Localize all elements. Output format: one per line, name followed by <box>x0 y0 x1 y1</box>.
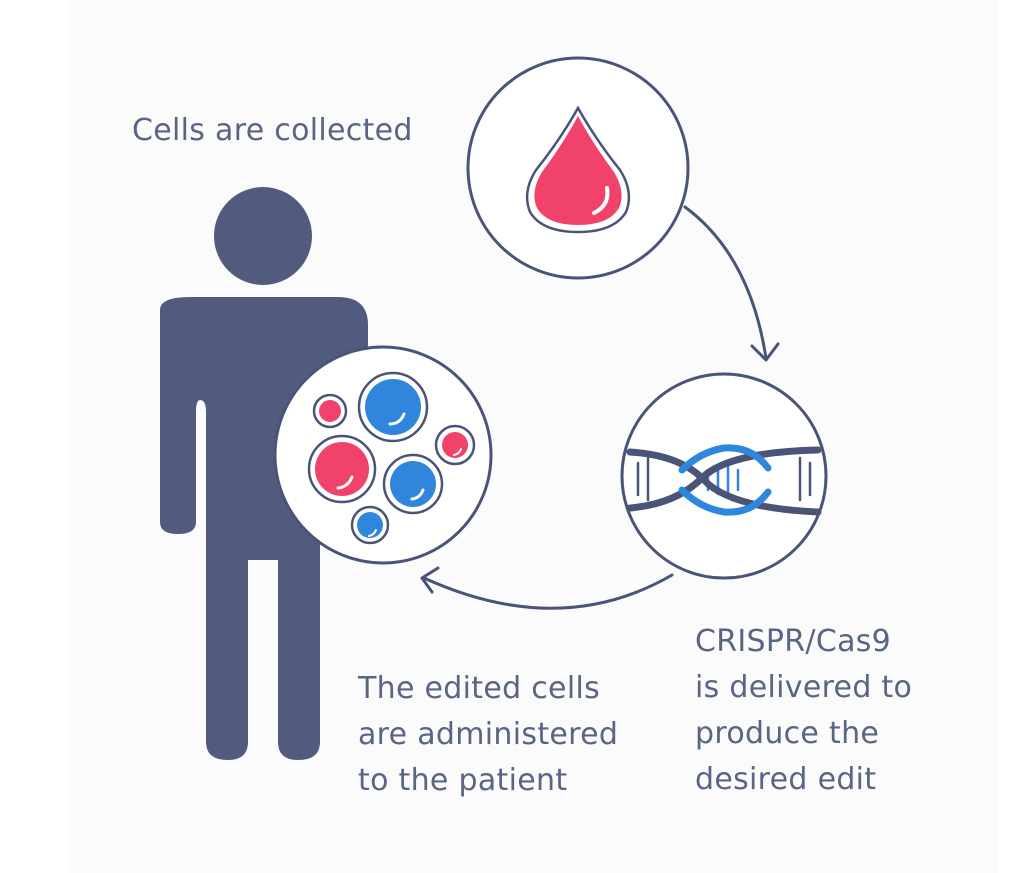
arrow-dna-to-cells <box>422 573 674 610</box>
red-cell-right <box>434 424 476 466</box>
arrowhead-dna-to-cells <box>420 566 440 594</box>
step-collect-label: Cells are collected <box>132 108 413 154</box>
arrow-blood-to-dna <box>683 205 768 360</box>
curved-arrow-icon <box>420 205 780 610</box>
step-deliver-label: CRISPR/Cas9 is delivered to produce the … <box>695 619 912 803</box>
blue-cell-large <box>357 371 429 443</box>
cells-icon <box>273 345 493 565</box>
step-deliver-line: is delivered to <box>695 670 913 705</box>
arrowhead-blood-to-dna <box>750 342 780 362</box>
step-deliver-line: desired edit <box>695 762 877 797</box>
blood-drop-icon <box>466 56 690 280</box>
step-collect-text: Cells are collected <box>132 113 413 148</box>
step-deliver-line: CRISPR/Cas9 <box>695 624 892 659</box>
blue-cell-medium <box>382 453 444 515</box>
step-administer-line: to the patient <box>358 763 568 798</box>
step-administer-label: The edited cells are administered to the… <box>358 666 618 804</box>
step-deliver-line: produce the <box>695 716 880 751</box>
blue-cell-small <box>350 505 390 545</box>
red-cell-small <box>312 393 348 429</box>
step-administer-line: The edited cells <box>358 671 601 706</box>
red-cell-large <box>307 434 377 504</box>
step-administer-line: are administered <box>358 717 619 752</box>
dna-helix-icon <box>620 372 828 580</box>
